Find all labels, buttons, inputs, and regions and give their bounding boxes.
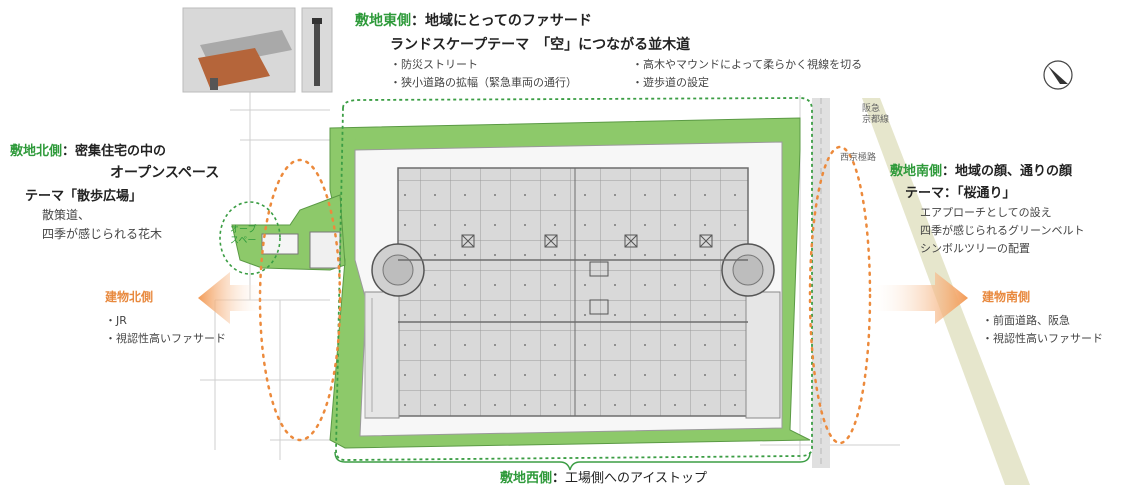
- east-theme: ランドスケープテーマ 「空」につながる並木道: [390, 37, 691, 53]
- building-south-label: 建物南側: [982, 290, 1031, 304]
- east-sep: ：: [411, 13, 425, 29]
- open-space-circle: [219, 201, 281, 275]
- building-north-label: 建物北側: [105, 290, 154, 304]
- rail-label-1: 阪急: [862, 104, 881, 114]
- building-south-item-2: ・視認性高いファサード: [982, 332, 1103, 345]
- open-space-label-1: オープ: [230, 225, 257, 235]
- arrow-south: [868, 272, 968, 324]
- south-item-1: エアプローチとしての設え: [920, 206, 1052, 219]
- west-sep: ：: [552, 471, 566, 486]
- west-zone-label: 敷地西側: [500, 471, 553, 486]
- rail-label: 阪急 京都線: [862, 104, 889, 126]
- core-marks: [461, 234, 713, 315]
- bench-photo: [182, 7, 296, 93]
- east-zone-label: 敷地東側: [355, 13, 411, 29]
- east-item-2: ・狭小道路の拡幅（緊急車両の通行）: [390, 76, 577, 89]
- open-space-label: オープ スペー: [230, 225, 256, 247]
- south-item-2: 四季が感じられるグリーンベルト: [920, 224, 1085, 237]
- north-title-1: 密集住宅の中の: [75, 144, 167, 159]
- building-north-item-1: ・JR: [105, 314, 127, 327]
- south-heading: 敷地南側：地域の顔、通りの顔: [890, 160, 1072, 179]
- building-north-item-2: ・視認性高いファサード: [105, 332, 226, 345]
- west-title: 工場側へのアイストップ: [565, 471, 707, 486]
- open-space-label-2: スペー: [230, 236, 257, 246]
- east-heading: 敷地東側：地域にとってのファサード: [355, 10, 592, 30]
- rail-label-2: 京都線: [862, 115, 890, 125]
- north-item-1: 散策道、: [42, 208, 91, 222]
- north-theme: テーマ「散歩広場」: [25, 189, 143, 204]
- north-title-2: オープンスペース: [110, 165, 220, 181]
- south-zone-label: 敷地南側: [890, 164, 943, 179]
- south-sep: ：: [942, 164, 956, 179]
- south-item-3: シンボルツリーの配置: [920, 242, 1030, 255]
- north-compass-icon: [1043, 60, 1073, 90]
- south-title: 地域の顔、通りの顔: [955, 164, 1073, 179]
- site-boundary: [335, 97, 813, 461]
- building-south-item-1: ・前面道路、阪急: [982, 314, 1070, 327]
- road-label: 西京極路: [840, 153, 877, 163]
- south-theme: テーマ：「桜通り」: [905, 186, 1016, 201]
- arrow-north: [198, 272, 265, 324]
- west-brace: [334, 451, 811, 471]
- north-zone-label: 敷地北側: [10, 144, 63, 159]
- east-item-3: ・高木やマウンドによって柔らかく視線を切る: [632, 58, 863, 71]
- north-sep: ：: [62, 144, 76, 159]
- north-heading: 敷地北側：密集住宅の中の: [10, 140, 166, 159]
- east-title: 地域にとってのファサード: [425, 13, 592, 29]
- north-item-2: 四季が感じられる花木: [42, 227, 163, 241]
- west-heading: 敷地西側：工場側へのアイストップ: [500, 467, 707, 486]
- east-item-4: ・遊歩道の設定: [632, 76, 709, 89]
- east-item-1: ・防災ストリート: [390, 58, 478, 71]
- building-footprint: [397, 167, 749, 417]
- bollard-photo: [301, 7, 333, 93]
